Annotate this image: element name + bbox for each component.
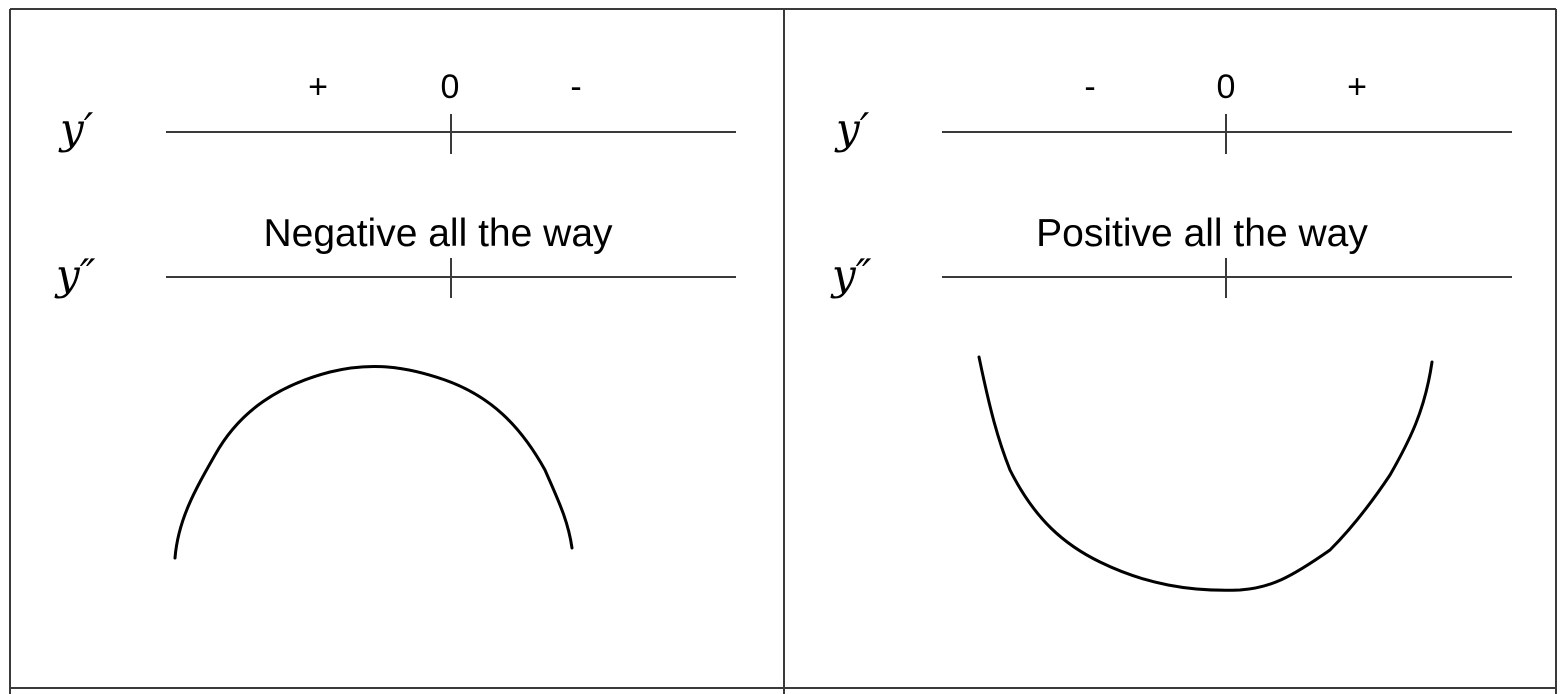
concave-up-curve bbox=[977, 355, 1434, 592]
left-y1-sign-center: 0 bbox=[440, 68, 460, 106]
right-y2-label: y″ bbox=[832, 250, 872, 299]
left-y2-note: Negative all the way bbox=[263, 212, 613, 255]
right-y1-sign-left: - bbox=[1084, 68, 1096, 106]
right-y1-sign-center: 0 bbox=[1216, 68, 1236, 106]
right-y1-sign-right: + bbox=[1347, 68, 1367, 106]
left-y1-sign-right: - bbox=[570, 68, 582, 106]
left-y1-label: y′ bbox=[60, 104, 94, 153]
right-y1-label: y′ bbox=[836, 104, 870, 153]
right-y2-note: Positive all the way bbox=[1036, 212, 1368, 255]
left-y2-label: y″ bbox=[56, 250, 96, 299]
concave-down-curve bbox=[173, 364, 574, 560]
left-y1-sign-left: + bbox=[308, 68, 328, 106]
